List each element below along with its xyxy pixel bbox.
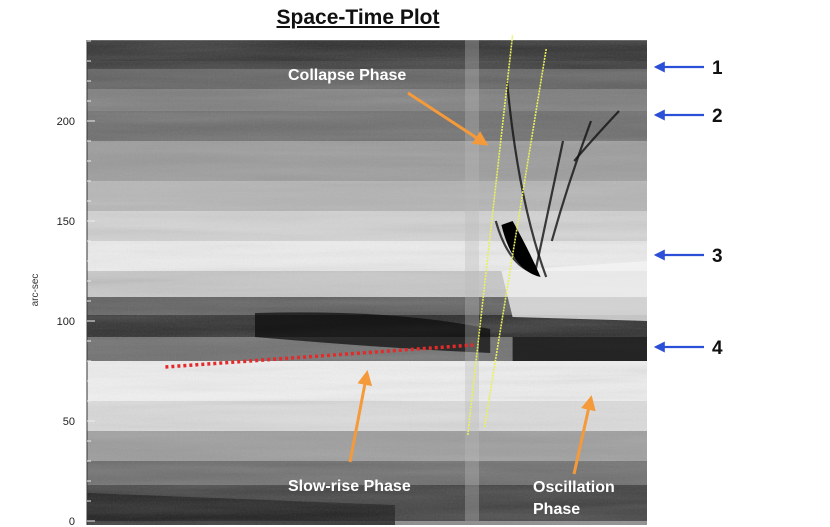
image-bright-region	[501, 261, 647, 321]
marker-label: 4	[712, 338, 723, 359]
annotations: Collapse Phase Slow-rise Phase Oscillati…	[288, 67, 615, 518]
image-features	[255, 40, 647, 521]
yellow-line-1	[467, 34, 514, 436]
y-axis-label: arc-sec	[30, 274, 41, 307]
image-filament	[512, 337, 647, 361]
image-loop	[505, 80, 548, 278]
image-collapse-core	[501, 221, 541, 277]
y-axis: 0 50 100 150 200	[57, 40, 95, 527]
yellow-line-2	[483, 48, 547, 428]
markers: 1 2 3 4	[653, 58, 723, 359]
space-time-image	[87, 40, 647, 525]
marker-label: 1	[712, 58, 723, 79]
image-loop	[573, 110, 620, 162]
y-tick-label: 0	[69, 516, 75, 527]
annotation-oscillation-phase-line1: Oscillation	[533, 479, 615, 496]
annotation-oscillation-phase-line2: Phase	[533, 501, 580, 518]
y-tick-label: 200	[57, 116, 75, 128]
y-tick-label: 150	[57, 216, 75, 228]
image-loop	[550, 120, 593, 242]
overlay-lines	[165, 34, 547, 436]
marker-label: 2	[712, 106, 723, 127]
arrow-collapse	[407, 91, 489, 146]
y-tick-label: 100	[57, 316, 75, 328]
image-noise-column	[465, 40, 479, 521]
annotation-slow-rise-phase: Slow-rise Phase	[288, 478, 411, 495]
marker-label: 3	[712, 246, 723, 267]
arrow-oscillation	[572, 395, 596, 475]
annotation-collapse-phase: Collapse Phase	[288, 67, 406, 84]
image-filament	[255, 312, 491, 353]
image-loop	[533, 140, 565, 274]
y-tick-label: 50	[63, 416, 75, 428]
chart-title: Space-Time Plot	[276, 6, 440, 29]
arrow-slow-rise	[348, 370, 373, 463]
